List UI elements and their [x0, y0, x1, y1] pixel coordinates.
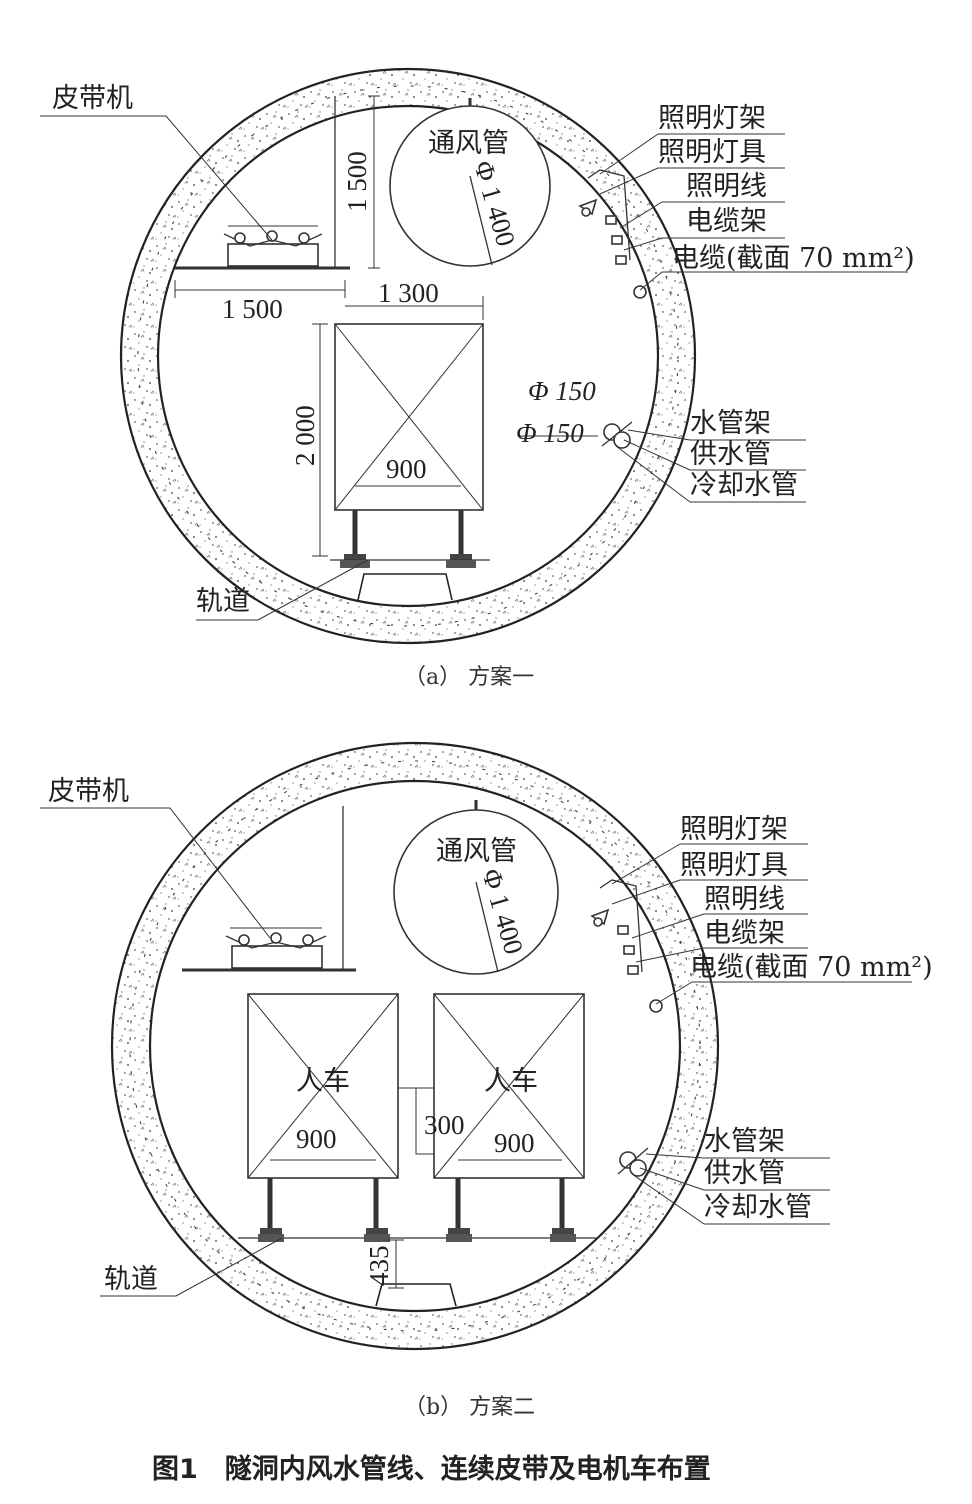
labels-b: 皮带机 通风管 Φ 1 400 照明灯架 照明灯具 照明线 电缆架 电缆(截面 …	[48, 776, 933, 1295]
label-pipe-dia-2-a: Φ 150	[516, 418, 584, 448]
label-cable-a: 电缆(截面 70 mm²)	[672, 243, 915, 274]
dim-rail-height-b: 435	[364, 1246, 394, 1287]
ventilation-duct-a	[389, 98, 551, 267]
diagram-b: 皮带机 通风管 Φ 1 400 照明灯架 照明灯具 照明线 电缆架 电缆(截面 …	[40, 741, 933, 1420]
dim-gauge-left-b: 900	[296, 1124, 337, 1154]
label-duct-b: 通风管	[436, 836, 517, 867]
label-car-right-b: 人车	[484, 1066, 538, 1097]
caption-b: （b） 方案二	[404, 1395, 535, 1420]
water-pipes-a	[601, 421, 633, 449]
belt-conveyor-a	[175, 96, 350, 270]
dim-gauge-right-b: 900	[494, 1128, 535, 1158]
rails-a	[340, 560, 476, 568]
label-cooling-pipe-b: 冷却水管	[704, 1192, 812, 1223]
tunnel-lining-b	[110, 741, 720, 1351]
label-rail-a: 轨道	[196, 586, 250, 617]
leaders-b	[40, 807, 912, 1297]
label-supply-pipe-a: 供水管	[690, 439, 771, 470]
dim-belt-width-a: 1 500	[222, 294, 283, 324]
dim-car-gap-b: 300	[424, 1110, 465, 1140]
label-car-left-b: 人车	[296, 1066, 350, 1097]
lighting-fixtures-b	[590, 879, 663, 1013]
dim-car-height-a: 2 000	[290, 405, 320, 466]
water-pipes-b	[617, 1147, 649, 1177]
labels-a: 皮带机 通风管 Φ 1 400 照明灯架 照明灯具 照明线 电缆架 电缆(截面 …	[52, 83, 915, 617]
belt-conveyor-b	[182, 806, 356, 972]
caption-a: （a） 方案一	[404, 665, 534, 690]
man-car-right-b	[433, 993, 585, 1234]
man-car-left-b	[247, 993, 399, 1234]
label-belt-b: 皮带机	[48, 776, 129, 807]
label-light-fixture-a: 照明灯具	[658, 137, 766, 168]
lighting-fixtures-a	[578, 169, 647, 299]
label-cable-b: 电缆(截面 70 mm²)	[690, 952, 933, 983]
label-supply-pipe-b: 供水管	[704, 1158, 785, 1189]
label-pipe-rack-a: 水管架	[690, 408, 771, 439]
label-cooling-pipe-a: 冷却水管	[690, 470, 798, 501]
label-light-fixture-b: 照明灯具	[680, 850, 788, 881]
label-cable-rack-a: 电缆架	[686, 206, 767, 237]
label-rail-b: 轨道	[104, 1264, 158, 1295]
leaders-a	[40, 115, 908, 621]
dimensions-b	[270, 1087, 562, 1289]
label-light-rack-a: 照明灯架	[658, 103, 766, 134]
label-light-rack-b: 照明灯架	[680, 814, 788, 845]
dim-car-width-a: 1 300	[378, 278, 439, 308]
dimensions-a	[174, 95, 484, 557]
dimension-text-a: 1 500 1 500 1 300 2 000 900	[222, 151, 439, 484]
dim-belt-height-a: 1 500	[342, 151, 372, 212]
diagram-a: 皮带机 通风管 Φ 1 400 照明灯架 照明灯具 照明线 电缆架 电缆(截面 …	[40, 67, 915, 690]
dim-gauge-a: 900	[386, 454, 427, 484]
label-light-wire-b: 照明线	[704, 884, 785, 915]
label-cable-rack-b: 电缆架	[704, 918, 785, 949]
rails-b	[238, 1234, 598, 1242]
label-pipe-rack-b: 水管架	[704, 1126, 785, 1157]
label-belt-a: 皮带机	[52, 83, 133, 114]
label-pipe-dia-1-a: Φ 150	[528, 376, 596, 406]
figure-title: 图1 隧洞内风水管线、连续皮带及电机车布置	[152, 1453, 711, 1485]
dimension-text-b: 900 900 300 435	[296, 1110, 535, 1286]
mine-car-a	[330, 323, 490, 561]
label-duct-a: 通风管	[428, 128, 509, 159]
ventilation-duct-b	[393, 800, 559, 975]
label-light-wire-a: 照明线	[686, 171, 767, 202]
